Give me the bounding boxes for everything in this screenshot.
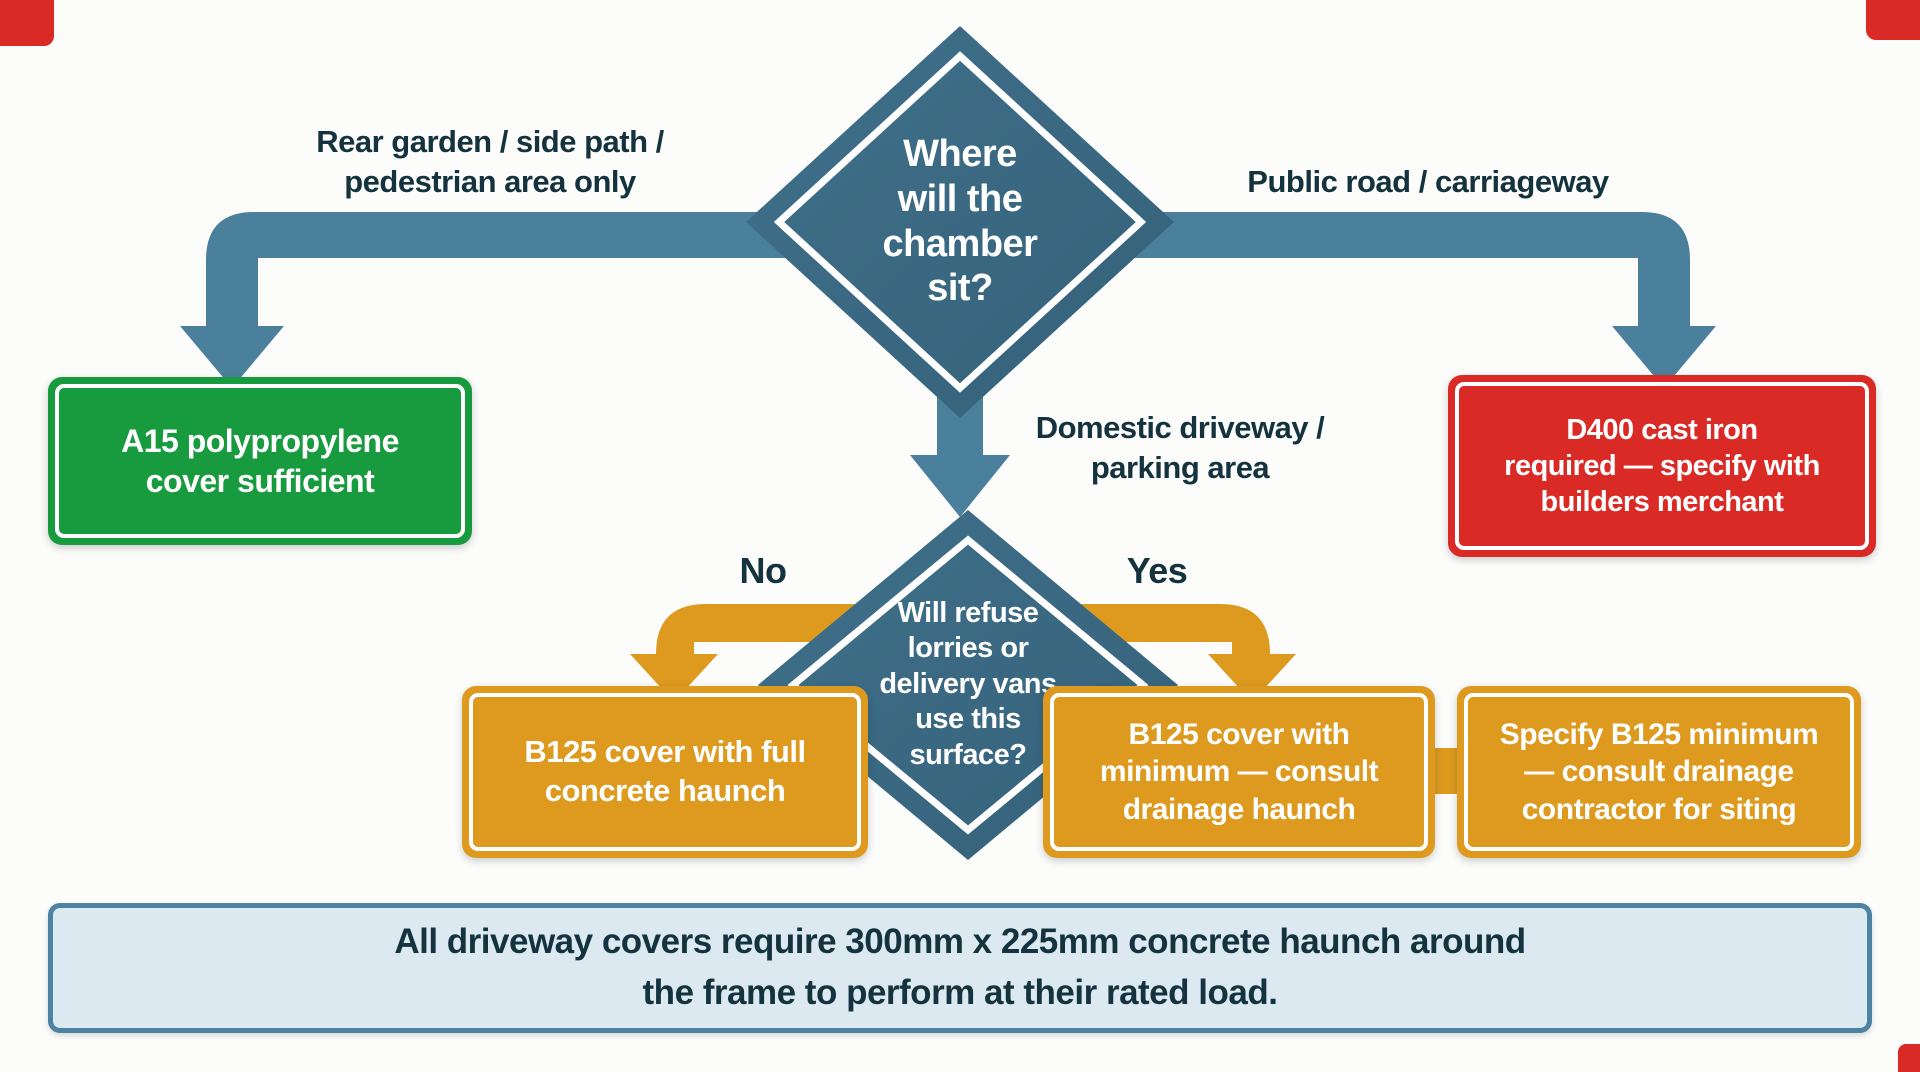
- arrow-domestic-driveway-branch: [910, 380, 1010, 517]
- outcome-box-a15-label: A15 polypropylene cover sufficient: [121, 423, 399, 499]
- decision-diamond-1-inner-border: [773, 51, 1147, 393]
- corner-mark-bottom-right: [1898, 1044, 1920, 1072]
- outcome-box-b125-spec-label: Specify B125 minimum — consult drainage …: [1499, 717, 1819, 826]
- footer-note-text: All driveway covers require 300mm x 225m…: [394, 922, 1526, 1012]
- branch-label-domestic-driveway: Domestic driveway / parking area: [1035, 410, 1325, 486]
- outcome-box-b125-spec: Specify B125 minimum — consult drainage …: [1457, 686, 1861, 858]
- decision-diamond-2-inner-border: [787, 535, 1149, 835]
- corner-mark-top-left: [0, 0, 54, 46]
- decision-1-question: Where will the chamber sit?: [882, 133, 1038, 310]
- outcome-box-b125-min-label: B125 cover with minimum — consult draina…: [1099, 717, 1379, 826]
- outcome-box-b125-full-label: B125 cover with full concrete haunch: [524, 734, 806, 808]
- branch-label-yes: Yes: [1126, 550, 1188, 591]
- outcome-box-a15: A15 polypropylene cover sufficient: [48, 377, 472, 545]
- outcome-box-b125-min: B125 cover with minimum — consult draina…: [1043, 686, 1435, 858]
- decision-diamond-1: [746, 26, 1174, 418]
- outcome-box-b125-full: B125 cover with full concrete haunch: [462, 686, 868, 858]
- corner-mark-top-right: [1866, 0, 1920, 40]
- arrow-public-road-branch: [1120, 212, 1716, 388]
- arrow-no-branch: [630, 604, 890, 702]
- footer-note-banner: All driveway covers require 300mm x 225m…: [48, 903, 1872, 1033]
- branch-label-public-road: Public road / carriageway: [1247, 164, 1609, 199]
- outcome-box-d400: D400 cast iron required — specify with b…: [1448, 375, 1876, 557]
- branch-label-no: No: [739, 550, 788, 591]
- outcome-box-d400-label: D400 cast iron required — specify with b…: [1504, 413, 1820, 519]
- arrow-rear-garden-branch: [180, 212, 800, 388]
- branch-label-rear-garden: Rear garden / side path / pedestrian are…: [316, 124, 664, 200]
